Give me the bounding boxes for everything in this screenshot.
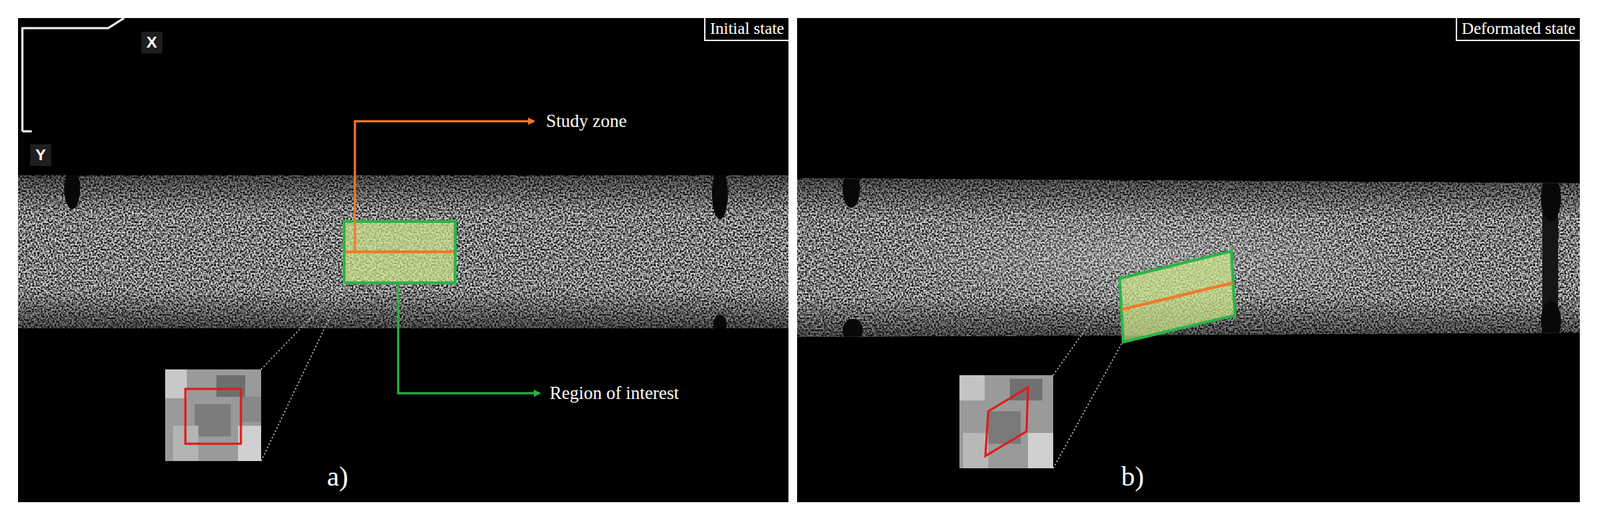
zoom-line	[261, 284, 346, 461]
leader-arrow	[398, 282, 540, 394]
state-text: Initial state	[709, 19, 785, 38]
region-of-interest	[344, 221, 456, 283]
state-text: Deformated state	[1461, 19, 1576, 38]
subset-inset	[959, 375, 1054, 469]
state-tag: Initial state	[704, 18, 789, 42]
region-of-interest	[1119, 251, 1235, 342]
zoom-line	[1053, 280, 1120, 376]
specimen	[18, 175, 789, 329]
specimen	[797, 170, 1580, 342]
subset-deformed	[985, 387, 1028, 456]
study-zone-line	[345, 250, 454, 254]
panel-ground	[18, 18, 789, 503]
callout-label: Region of interest	[549, 383, 679, 404]
callout-label: Study zone	[546, 111, 627, 132]
axis-frame	[22, 18, 125, 132]
panel-ground	[797, 18, 1580, 503]
study-zone-line	[1121, 282, 1233, 310]
zoom-line	[1053, 341, 1123, 469]
axis-label: X	[141, 31, 163, 54]
axis-label: Y	[30, 144, 52, 166]
subset-inset	[165, 369, 262, 461]
zoom-line	[261, 282, 345, 370]
leader-arrow	[354, 121, 534, 252]
state-tag: Deformated state	[1455, 18, 1580, 42]
panel-letter: b)	[1121, 460, 1145, 492]
subset-square	[185, 388, 241, 444]
panel-letter: a)	[326, 460, 349, 492]
